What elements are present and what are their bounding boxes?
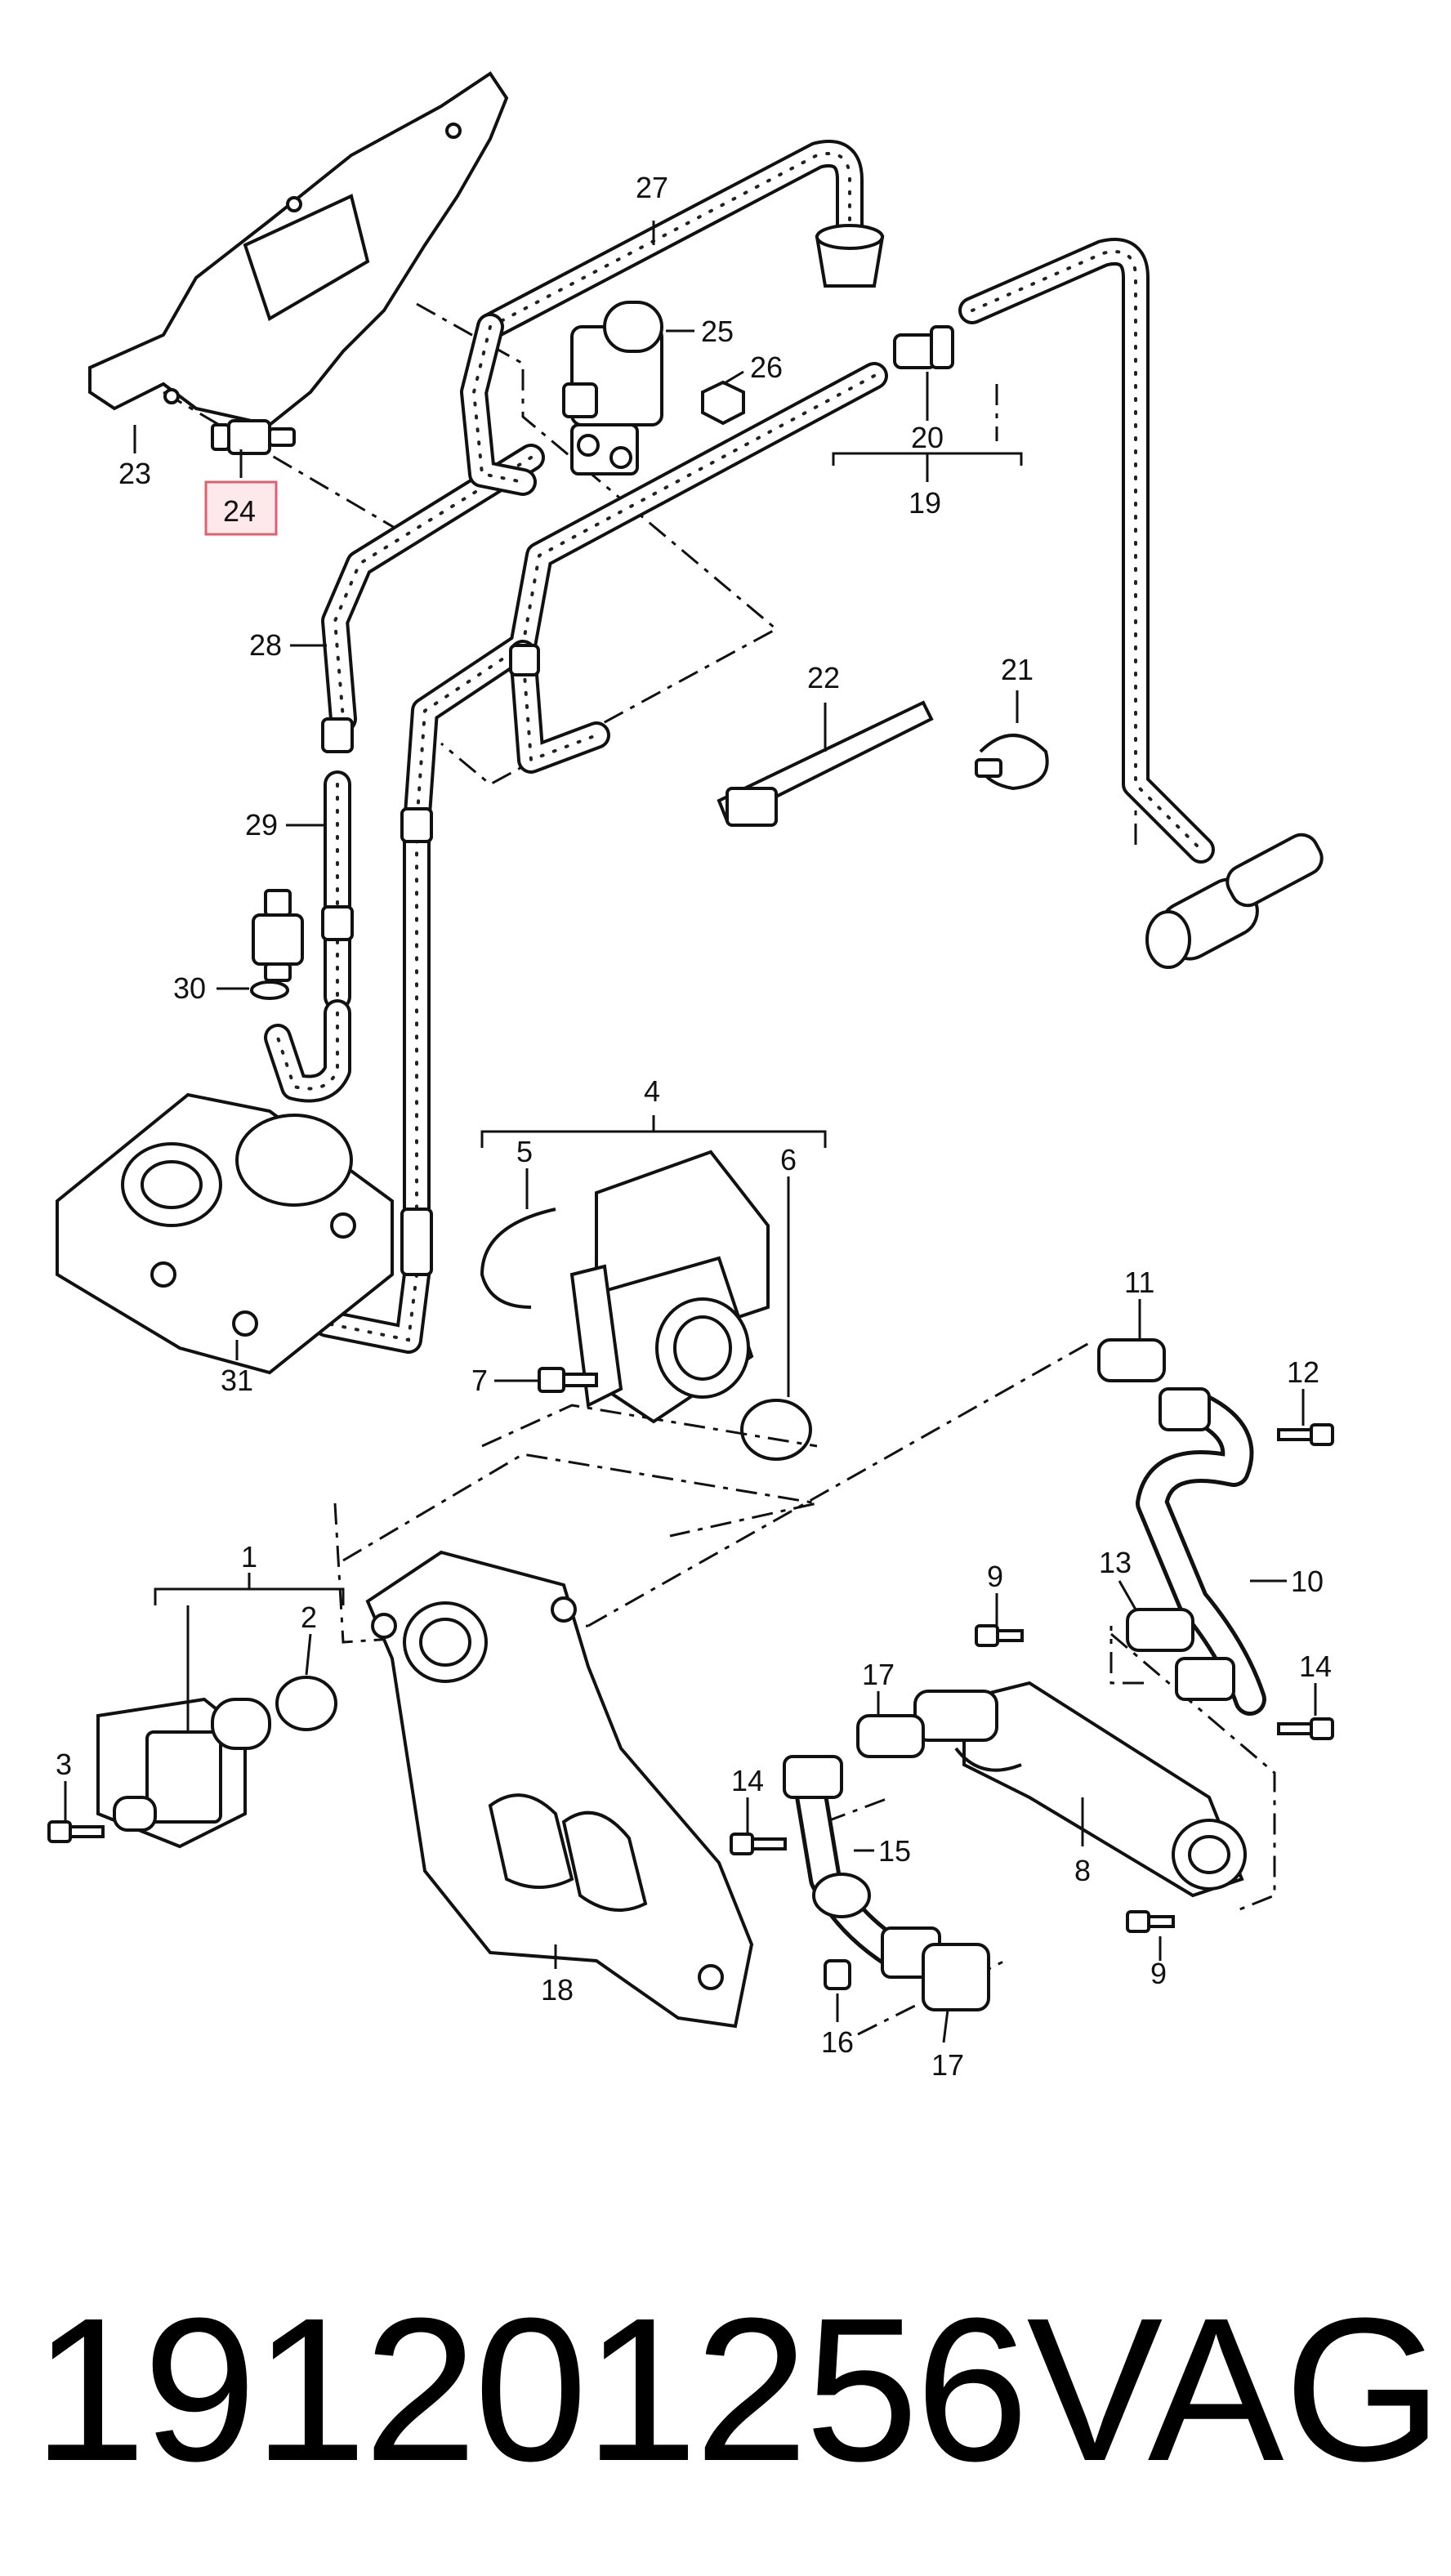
hose-connectors: [321, 644, 540, 1276]
callout-25: 25: [701, 315, 734, 348]
o-ring-6: [740, 1399, 812, 1461]
egr-pipe-15: [783, 1755, 941, 1979]
sensor: [211, 419, 296, 455]
callout-11: 11: [1124, 1266, 1154, 1299]
inline-filter: [250, 889, 304, 1000]
parts-diagram: 1 2 3 4 5 6 7 8 9 9 10 11 12 13 14 14 15…: [47, 71, 1334, 2082]
callout-31: 31: [221, 1364, 253, 1397]
solenoid-valve: [562, 301, 663, 475]
nut-16: [824, 1959, 851, 1990]
callout-22: 22: [807, 661, 840, 694]
vacuum-pump: [56, 1092, 394, 1375]
bolt-14a: [1277, 1717, 1334, 1740]
callout-16: 16: [821, 2025, 854, 2059]
callout-9b: 9: [1150, 1957, 1167, 1990]
highlight-box: [204, 480, 278, 536]
egr-pipe-10: [1136, 1387, 1266, 1716]
vacuum-filter: [815, 224, 885, 288]
callout-6: 6: [780, 1143, 797, 1176]
gasket-13: [1126, 1608, 1194, 1652]
callout-9a: 9: [987, 1560, 1003, 1593]
cable-clip: [717, 700, 934, 827]
callout-2: 2: [301, 1601, 317, 1634]
callout-14a: 14: [1299, 1650, 1332, 1683]
callout-7: 7: [471, 1364, 488, 1397]
group-brackets: [154, 452, 1023, 1605]
gasket-plate: [88, 71, 509, 427]
callout-30: 30: [173, 971, 206, 1005]
gasket-11: [1097, 1338, 1166, 1382]
callout-26: 26: [750, 350, 783, 384]
check-valve: [893, 325, 954, 369]
callout-5: 5: [516, 1135, 533, 1168]
callout-18: 18: [541, 1973, 574, 2007]
t-piece: [1145, 833, 1324, 969]
vacuum-hoses: [264, 140, 1215, 1354]
callout-15: 15: [878, 1834, 911, 1868]
callout-12: 12: [1287, 1355, 1319, 1389]
callout-20: 20: [911, 421, 944, 454]
gasket-17b: [922, 1943, 990, 2011]
seal-ring-5: [480, 1208, 556, 1309]
nut: [701, 380, 745, 426]
throttle-body: [569, 1150, 770, 1424]
brand-label: VAG: [1026, 2275, 1443, 2503]
callout-10: 10: [1291, 1565, 1324, 1598]
footer: 191201256 VAG: [0, 2255, 1451, 2525]
callout-13: 13: [1099, 1546, 1132, 1579]
bolt-3: [47, 1820, 105, 1843]
leader-lines: [64, 221, 1317, 2043]
callout-21: 21: [1001, 653, 1034, 686]
callout-1: 1: [241, 1540, 257, 1574]
callout-4: 4: [644, 1074, 660, 1108]
callout-28: 28: [249, 628, 282, 662]
callout-29: 29: [245, 808, 278, 842]
callout-17b: 17: [931, 2048, 964, 2082]
part-number: 191201256: [33, 2275, 1029, 2503]
callout-14b: 14: [731, 1764, 764, 1797]
callout-24: 24: [223, 494, 256, 528]
bolt-12: [1277, 1423, 1334, 1446]
callout-19: 19: [909, 486, 941, 520]
bolt-9a: [975, 1624, 1024, 1647]
bolt-9b: [1126, 1910, 1175, 1933]
o-ring-2: [275, 1676, 337, 1731]
gasket-17a: [856, 1714, 925, 1758]
callout-3: 3: [56, 1748, 72, 1781]
intake-manifold: [365, 1550, 754, 2029]
egr-cooler: [913, 1681, 1247, 1898]
valve-assembly: [96, 1697, 271, 1849]
callout-23: 23: [118, 457, 151, 490]
hose-clamp: [975, 734, 1049, 791]
callout-27: 27: [636, 171, 668, 204]
callout-17a: 17: [862, 1658, 895, 1691]
callout-labels: 1 2 3 4 5 6 7 8 9 9 10 11 12 13 14 14 15…: [56, 171, 1332, 2082]
callout-8: 8: [1074, 1854, 1091, 1887]
bolt-14b: [730, 1833, 787, 1855]
